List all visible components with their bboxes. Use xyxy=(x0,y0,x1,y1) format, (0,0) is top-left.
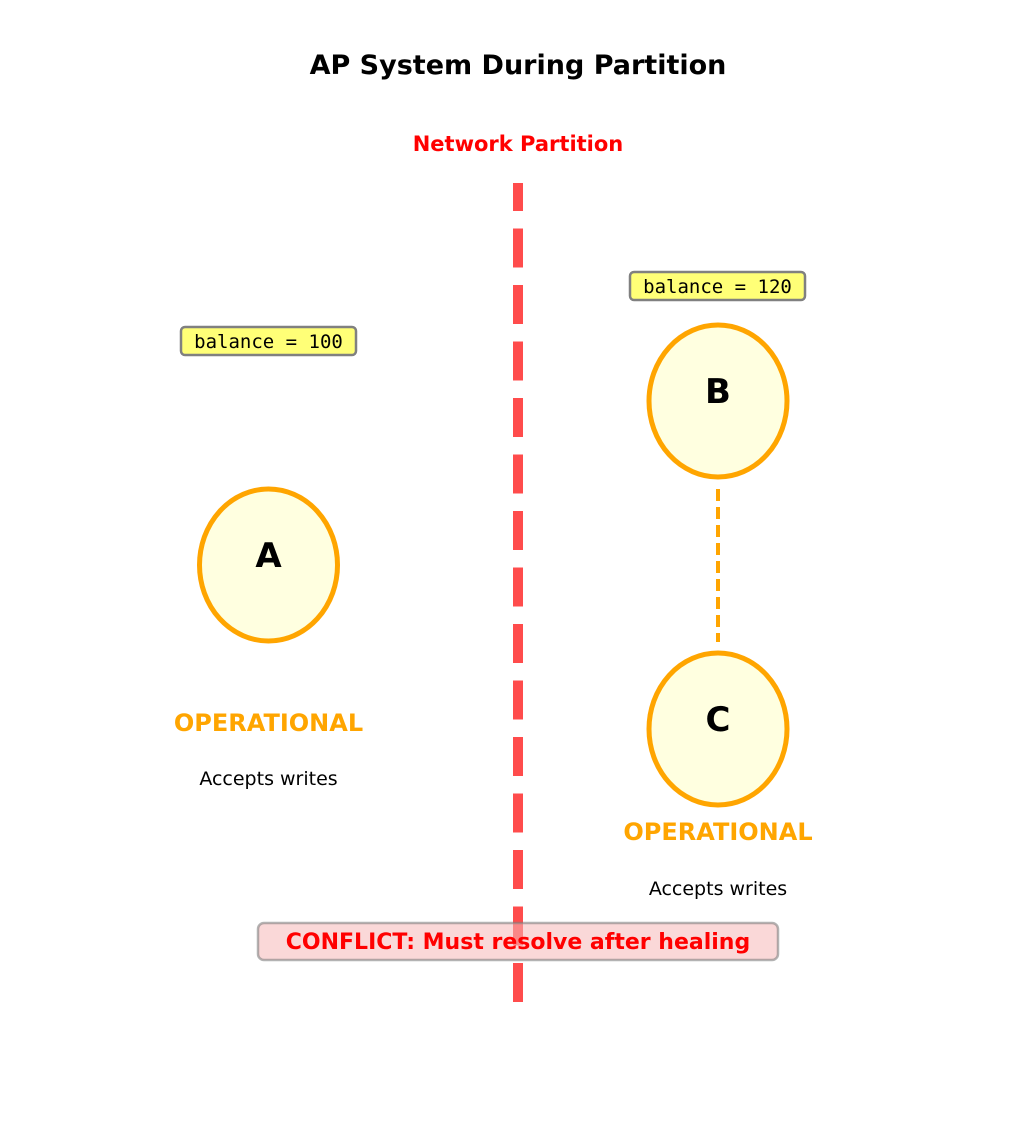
status-c: OPERATIONAL xyxy=(623,818,812,846)
node-circle-b xyxy=(646,322,790,480)
node-c: C OPERATIONAL Accepts writes xyxy=(623,650,813,900)
conflict-callout: CONFLICT: Must resolve after healing xyxy=(256,921,780,962)
conflict-text: CONFLICT: Must resolve after healing xyxy=(286,930,750,955)
conflict-box xyxy=(256,921,780,962)
node-a: balance = 100 A OPERATIONAL Accepts writ… xyxy=(174,325,363,790)
node-circle-a xyxy=(197,486,340,644)
node-b: balance = 120 B xyxy=(628,270,807,480)
node-circle-c xyxy=(646,650,790,808)
node-label-c: C xyxy=(706,700,731,740)
node-label-a: A xyxy=(255,536,282,576)
note-c: Accepts writes xyxy=(649,878,787,900)
balance-text-b: balance = 120 xyxy=(643,276,792,298)
balance-tag-a xyxy=(179,325,358,357)
balance-tag-b xyxy=(628,270,807,302)
node-label-b: B xyxy=(705,372,731,412)
partition-label: Network Partition xyxy=(413,132,624,156)
note-a: Accepts writes xyxy=(199,768,337,790)
diagram-title: AP System During Partition xyxy=(310,50,727,81)
balance-text-a: balance = 100 xyxy=(194,331,343,353)
status-a: OPERATIONAL xyxy=(174,709,363,737)
